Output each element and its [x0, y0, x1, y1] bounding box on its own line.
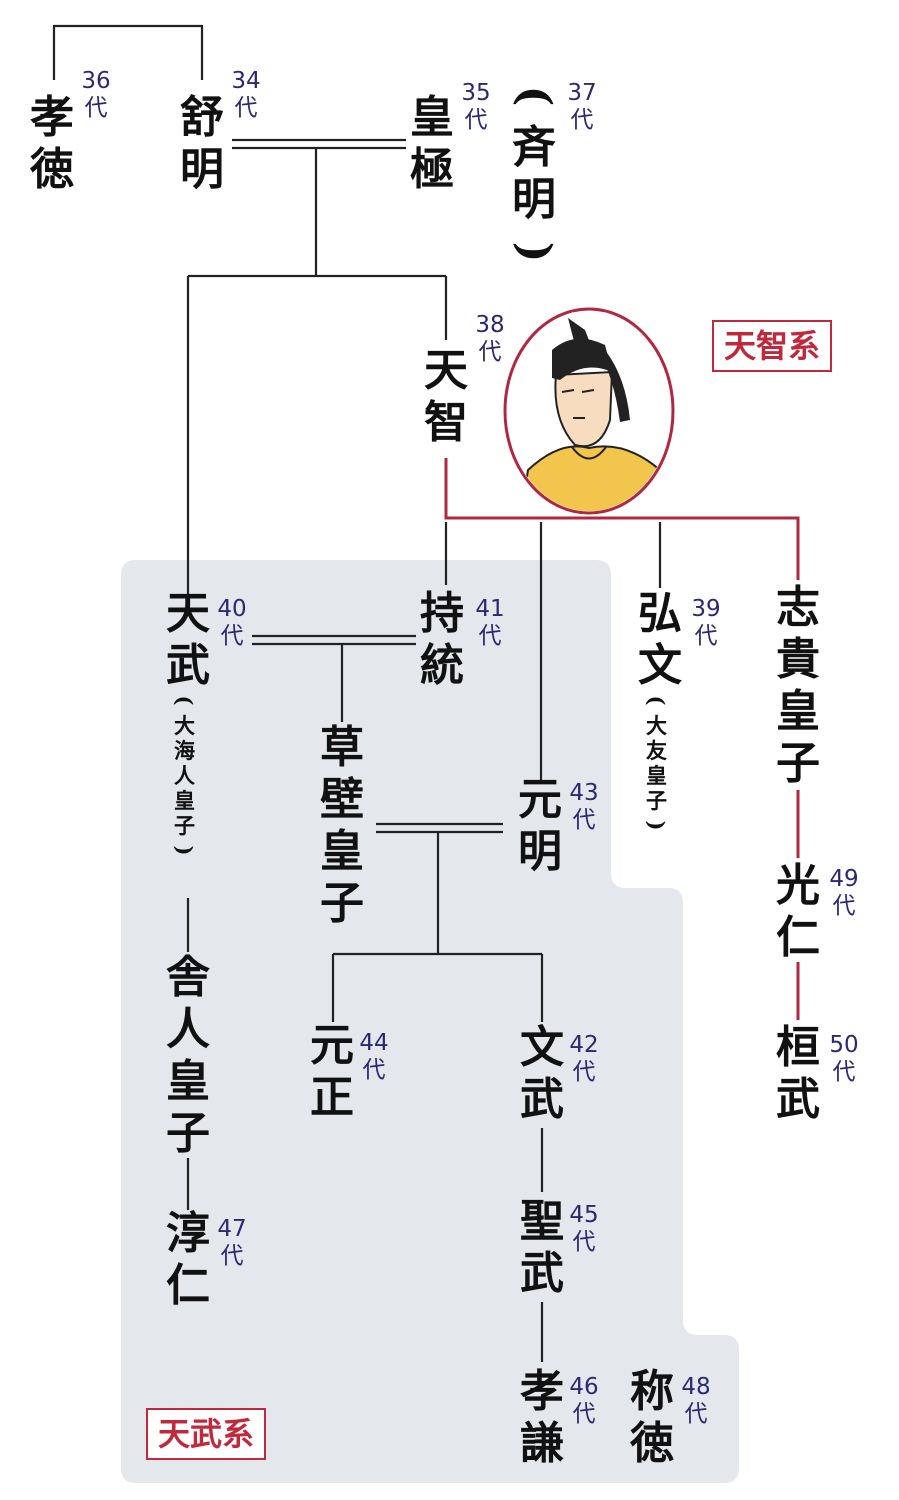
person-shomu: 聖武	[520, 1196, 564, 1299]
emperor-portrait-icon	[503, 307, 675, 515]
person-kusakabe: 草壁皇子	[320, 722, 364, 929]
person-shiki: 志貴皇子	[776, 582, 820, 789]
paren-close: )	[509, 241, 560, 263]
person-kanmu: 桓武	[776, 1022, 820, 1125]
connector-lines	[52, 24, 662, 1362]
tenmu-lineage-region	[121, 560, 739, 1483]
person-jito: 持統	[420, 588, 464, 691]
paren-open: (	[509, 85, 560, 107]
alias-tenmu: ( 大海人皇子 )	[172, 695, 197, 856]
saimei-name: 斉明	[512, 122, 556, 225]
person-konin: 光仁	[776, 860, 820, 963]
person-toneri: 舎人皇子	[166, 952, 210, 1159]
person-gensho: 元正	[310, 1020, 354, 1123]
person-kogyoku: 皇極	[410, 92, 454, 195]
person-junnin: 淳仁	[166, 1208, 210, 1311]
tenji-lineage-label: 天智系	[712, 320, 833, 372]
person-koken: 孝謙	[520, 1366, 564, 1469]
person-tenmu: 天武	[166, 588, 210, 691]
tenji-lineage-lines	[444, 458, 800, 1020]
person-monmu: 文武	[520, 1022, 564, 1125]
tenmu-lineage-label: 天武系	[146, 1408, 267, 1460]
person-genmei: 元明	[518, 774, 562, 877]
alias-kobun: ( 大友皇子 )	[644, 695, 669, 831]
person-tenji: 天智	[424, 345, 468, 448]
person-jomei: 舒明	[180, 92, 224, 195]
person-kotoku: 孝徳	[30, 92, 74, 195]
person-kobun: 弘文	[638, 588, 682, 691]
person-saimei: ( 斉明 )	[509, 70, 560, 278]
person-shotoku: 称徳	[630, 1366, 674, 1469]
